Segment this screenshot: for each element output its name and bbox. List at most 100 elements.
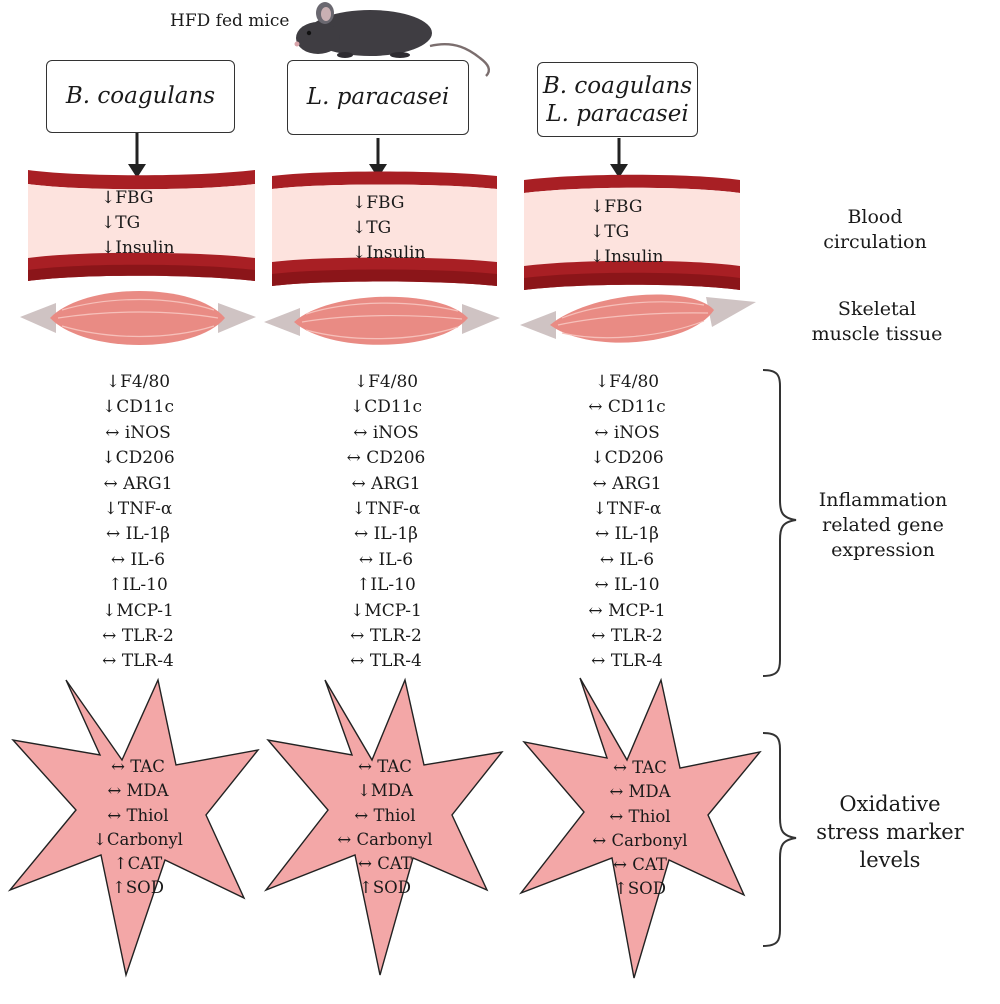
- stress-marker: ↔ Thiol: [354, 805, 416, 825]
- gene-marker: ↔ TLR-2: [102, 626, 174, 647]
- stress-marker: ↔ Carbonyl: [337, 829, 433, 849]
- muscle-fiber: [57, 311, 219, 319]
- inflammation-brace: [762, 369, 797, 677]
- blood-circulation-label: Blood circulation: [780, 205, 970, 255]
- muscle-fiber: [305, 326, 459, 340]
- skeletal-muscle-label: Skeletal muscle tissue: [782, 297, 972, 347]
- gene-marker: ↔ TLR-2: [350, 626, 422, 647]
- gene-expression-list: ↓F4/80 ↓CD11c ↔ iNOS ↔ CD206 ↔ ARG1 ↓TNF…: [306, 370, 466, 675]
- gene-marker: ↔ iNOS: [594, 422, 660, 443]
- vessel-bottom-shade: [524, 272, 740, 290]
- column-2-art: [263, 138, 504, 976]
- label-line: levels: [859, 848, 921, 872]
- stress-marker: ↑SOD: [614, 879, 666, 899]
- strain-name: B. coagulans: [542, 72, 693, 99]
- strain-box: L. paracasei: [287, 60, 469, 135]
- stress-marker: ↑CAT: [113, 854, 163, 874]
- muscle-belly: [50, 291, 225, 345]
- muscle-fiber: [561, 320, 705, 339]
- oxidative-marker-list: ↔ TAC ↓MDA ↔ Thiol ↔ Carbonyl ↔ CAT ↑SOD: [305, 755, 465, 901]
- muscle-tendon-right: [218, 303, 256, 333]
- stress-marker: ↓Carbonyl: [93, 829, 183, 849]
- gene-marker: ↓TNF-α: [103, 499, 173, 520]
- gene-marker: ↓CD11c: [349, 397, 423, 418]
- blood-marker: ↓Insulin: [590, 247, 664, 267]
- blood-marker: ↓FBG: [101, 188, 154, 208]
- hfd-mice-label: HFD fed mice: [170, 11, 290, 31]
- gene-marker: ↓TNF-α: [351, 499, 421, 520]
- gene-marker: ↔ IL-1β: [105, 524, 171, 545]
- oxidative-stress-label: Oxidative stress marker levels: [795, 790, 985, 874]
- gene-marker: ↓MCP-1: [102, 600, 174, 621]
- arrow-head: [610, 164, 628, 178]
- label-line: muscle tissue: [811, 323, 943, 345]
- gene-marker: ↓F4/80: [353, 372, 419, 392]
- gene-marker: ↓MCP-1: [350, 600, 422, 621]
- stress-marker: ↑SOD: [359, 878, 411, 898]
- gene-marker: ↔ TLR-4: [102, 651, 174, 672]
- vessel-top-wall: [28, 170, 255, 190]
- muscle-fiber: [305, 302, 459, 315]
- muscle-tendon-right: [706, 297, 756, 327]
- stress-marker: ↔ Thiol: [107, 805, 169, 825]
- gene-marker: ↔ TLR-4: [591, 651, 663, 672]
- label-line: expression: [831, 539, 935, 561]
- vessel-lumen: [28, 184, 255, 258]
- vessel-lumen: [524, 187, 740, 266]
- stress-marker: ↔ CAT: [613, 855, 667, 875]
- gene-marker: ↓F4/80: [105, 372, 171, 392]
- label-line: Oxidative: [839, 792, 941, 816]
- gene-marker: ↔ iNOS: [353, 422, 419, 443]
- gene-marker: ↔ IL-6: [110, 549, 166, 570]
- oxidative-marker-list: ↔ TAC ↔ MDA ↔ Thiol ↓Carbonyl ↑CAT ↑SOD: [58, 755, 218, 901]
- muscle-fiber: [61, 298, 215, 311]
- muscle-belly: [294, 296, 468, 345]
- star-shape: [518, 677, 762, 979]
- blood-marker: ↓Insulin: [101, 238, 175, 258]
- label-line: circulation: [823, 231, 927, 253]
- star-shape: [7, 677, 260, 978]
- gene-marker: ↑IL-10: [356, 575, 416, 596]
- gene-marker: ↔ CD206: [346, 448, 426, 469]
- stress-marker: ↔ TAC: [613, 758, 667, 777]
- column-1-art: [7, 133, 260, 978]
- muscle-fiber: [557, 312, 709, 326]
- stress-marker: ↔ Thiol: [609, 806, 671, 826]
- inflammation-label: Inflammation related gene expression: [788, 488, 978, 563]
- muscle-tendon-left: [264, 308, 300, 336]
- label-line: related gene: [822, 514, 944, 536]
- gene-marker: ↓TNF-α: [592, 499, 662, 520]
- gene-marker: ↓CD206: [590, 448, 664, 469]
- blood-marker: ↓Insulin: [352, 243, 426, 263]
- gene-marker: ↔ IL-10: [594, 575, 660, 596]
- star-shape: [263, 677, 504, 976]
- stress-marker: ↔ CAT: [358, 854, 412, 874]
- gene-marker: ↔ ARG1: [592, 473, 662, 494]
- blood-marker: ↓FBG: [590, 197, 643, 217]
- oxidative-brace: [762, 732, 797, 947]
- stress-marker: ↔ MDA: [609, 782, 671, 802]
- gene-marker: ↔ IL-6: [599, 549, 655, 570]
- vessel-top-wall: [272, 171, 497, 189]
- stress-marker: ↓MDA: [357, 781, 413, 801]
- gene-marker: ↔ IL-1β: [594, 524, 660, 545]
- gene-expression-list: ↓F4/80 ↓CD11c ↔ iNOS ↓CD206 ↔ ARG1 ↓TNF-…: [58, 370, 218, 675]
- muscle-tendon-left: [520, 311, 556, 339]
- strain-name: L. paracasei: [306, 84, 450, 110]
- gene-marker: ↓F4/80: [594, 372, 660, 392]
- label-line: Skeletal: [837, 298, 917, 320]
- mouse-icon: [294, 2, 491, 77]
- muscle-fiber: [61, 325, 215, 338]
- stress-marker: ↑SOD: [112, 878, 164, 898]
- gene-marker: ↔ MCP-1: [588, 600, 666, 621]
- gene-marker: ↓CD11c: [101, 397, 175, 418]
- muscle-fiber: [301, 314, 463, 323]
- label-line: Blood: [847, 206, 903, 228]
- blood-marker: ↓TG: [590, 222, 630, 242]
- blood-marker: ↓FBG: [352, 193, 405, 213]
- stress-marker: ↔ TAC: [358, 757, 412, 776]
- gene-marker: ↔ iNOS: [105, 422, 171, 443]
- label-line: Inflammation: [818, 489, 948, 511]
